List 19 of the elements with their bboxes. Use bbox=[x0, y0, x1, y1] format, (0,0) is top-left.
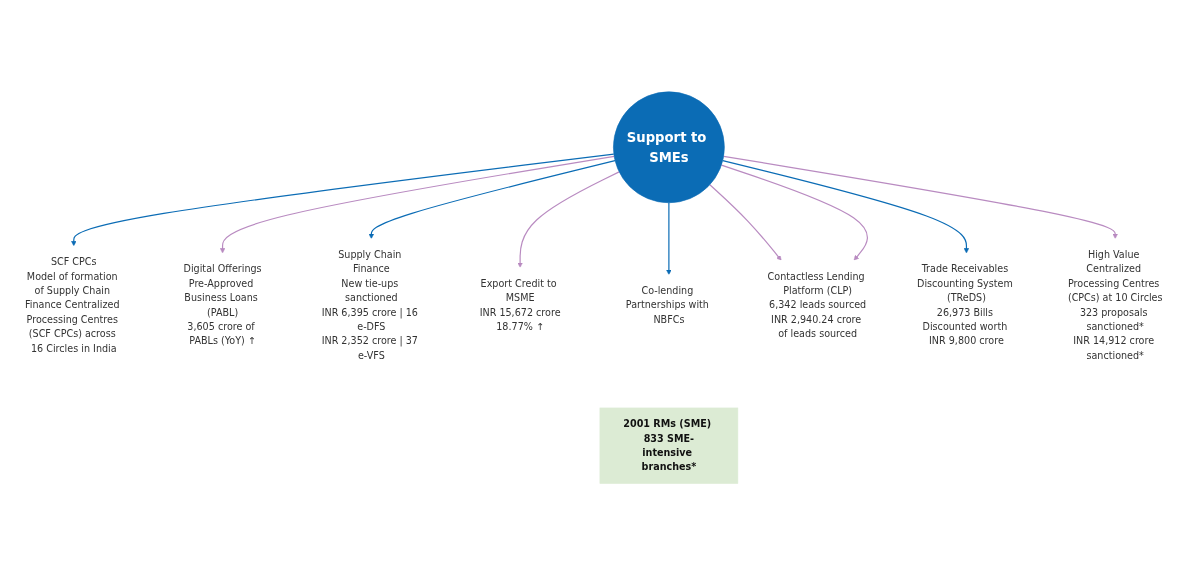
arrow bbox=[709, 183, 782, 261]
node-text: High Value Centralized Processing Centres (CPCs) at 10 Circles 323 proposals sanctioned* INR 14,912 crore sanctioned* bbox=[1067, 248, 1163, 361]
node-text: Supply Chain Finance New tie-ups sanctioned INR 6,395 crore | 16 e-DFS INR 2,352 crore | 37 e-VFS bbox=[321, 248, 418, 361]
node-text: Contactless Lending Platform (CLP) 6,342 leads sourced INR 2,940.24 crore of leads sourced bbox=[767, 270, 867, 340]
node-text: Trade Receivables Discounting System (TReDS) 26,973 Bills Discounted worth INR 9,800 crore bbox=[916, 263, 1013, 347]
node-circle: Support to SMEs bbox=[613, 91, 725, 203]
node-text: Co-lending Partnerships with NBFCs bbox=[625, 284, 709, 325]
node-text: SCF CPCs Model of formation of Supply Chain Finance Centralized Processing Centres (SCF CPCs) across 16 Circles in India bbox=[25, 256, 120, 354]
arrow bbox=[368, 159, 616, 239]
arrow bbox=[720, 164, 868, 261]
arrow bbox=[219, 155, 615, 254]
node-text: Digital Offerings Pre-Approved Business Loans (PABL) 3,605 crore of PABLs (YoY) ↑ bbox=[183, 263, 262, 347]
arrow bbox=[71, 153, 615, 247]
node-box: 2001 RMs (SME) 833 SME-intensive branches* bbox=[599, 407, 739, 484]
node-text: Export Credit to MSME INR 15,672 crore 18.77% ↑ bbox=[479, 277, 561, 333]
arrow bbox=[666, 202, 672, 275]
arrow bbox=[517, 171, 620, 268]
arrow bbox=[722, 159, 970, 254]
arrow bbox=[723, 155, 1118, 239]
